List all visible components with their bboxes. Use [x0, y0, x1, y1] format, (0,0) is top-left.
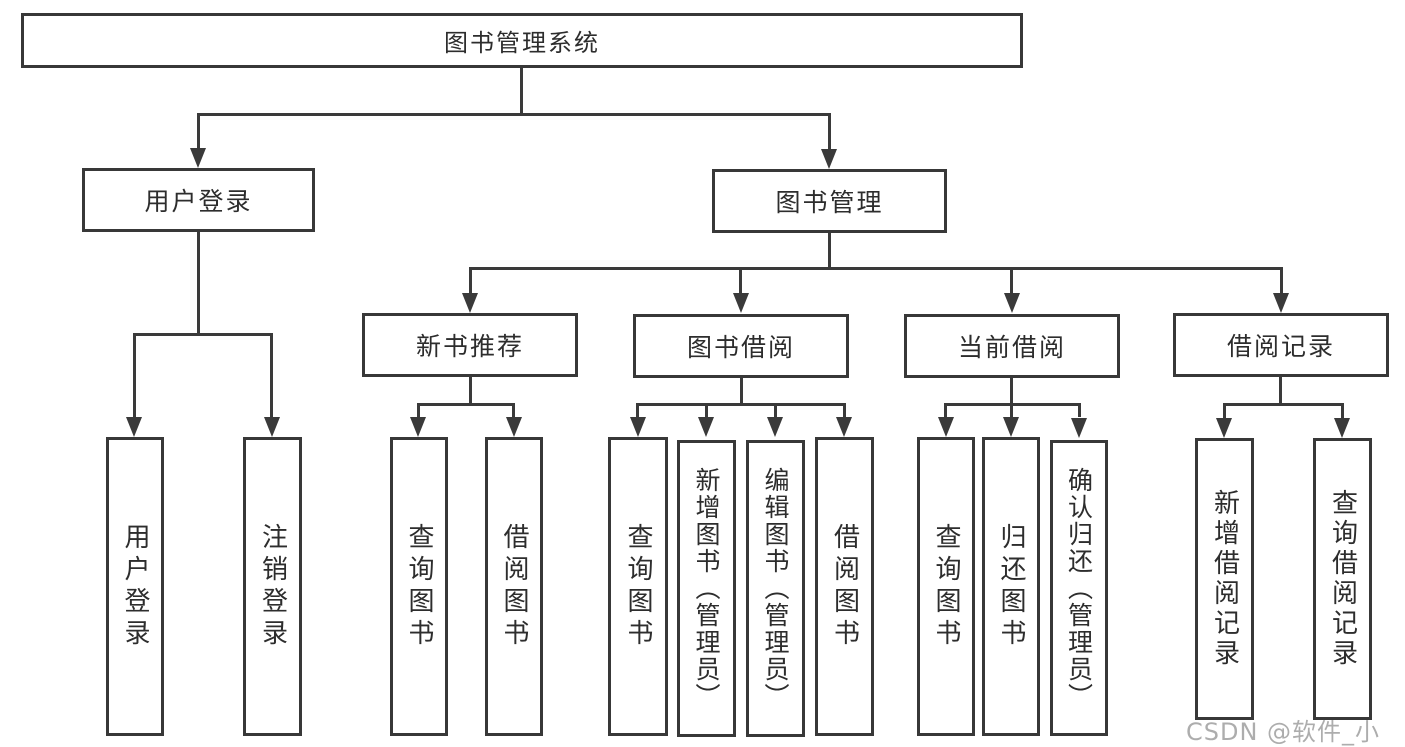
leaf-return-books: 归还图书: [982, 437, 1040, 736]
leaf-query-books: 查询图书: [390, 437, 448, 736]
connector-line: [1078, 403, 1081, 417]
arrow-down-icon: [264, 417, 280, 437]
leaf-add-books-admin: 新增图书（管理员）: [677, 440, 736, 737]
connector-line: [843, 403, 846, 417]
leaf-logout: 注销登录: [243, 437, 302, 736]
connector-line: [197, 113, 200, 148]
connector-line: [828, 233, 831, 270]
connector-line: [1223, 403, 1226, 418]
arrow-down-icon: [1334, 418, 1350, 438]
node-book-borrow: 图书借阅: [633, 314, 849, 378]
connector-line: [636, 403, 639, 417]
connector-line: [1341, 403, 1344, 418]
arrow-down-icon: [630, 417, 646, 437]
connector-line: [1279, 377, 1282, 406]
arrow-down-icon: [821, 149, 837, 169]
arrow-down-icon: [836, 417, 852, 437]
leaf-query-books: 查询图书: [917, 437, 975, 736]
arrow-down-icon: [410, 417, 426, 437]
arrow-down-icon: [733, 293, 749, 313]
node-borrow-records: 借阅记录: [1173, 313, 1389, 377]
connector-line: [1010, 267, 1013, 293]
arrow-down-icon: [767, 417, 783, 437]
connector-line: [417, 403, 420, 417]
arrow-down-icon: [126, 417, 142, 437]
leaf-borrow-books: 借阅图书: [485, 437, 543, 736]
connector-line: [520, 68, 523, 116]
connector-line: [828, 113, 831, 149]
arrow-down-icon: [938, 417, 954, 437]
connector-line: [133, 333, 136, 417]
connector-line: [469, 377, 472, 406]
node-book-management: 图书管理: [712, 169, 947, 233]
node-new-book-recommend: 新书推荐: [362, 313, 578, 377]
connector-line: [1010, 378, 1013, 406]
connector-line: [1280, 267, 1283, 293]
connector-line: [944, 403, 947, 417]
node-user-login: 用户登录: [82, 168, 315, 232]
arrow-down-icon: [698, 417, 714, 437]
watermark: CSDN @软件_小贺同学: [1186, 718, 1381, 746]
connector-line: [197, 232, 200, 336]
leaf-edit-books-admin: 编辑图书（管理员）: [746, 440, 805, 737]
connector-line: [739, 267, 742, 293]
arrow-down-icon: [190, 148, 206, 168]
arrow-down-icon: [1273, 293, 1289, 313]
leaf-query-borrow-record: 查询借阅记录: [1313, 438, 1372, 720]
arrow-down-icon: [1071, 418, 1087, 438]
leaf-add-borrow-record: 新增借阅记录: [1195, 438, 1254, 720]
connector-line: [512, 403, 515, 417]
leaf-borrow-books: 借阅图书: [815, 437, 874, 736]
connector-line: [469, 267, 472, 293]
arrow-down-icon: [1004, 293, 1020, 313]
connector-line: [740, 378, 743, 406]
connector-line: [705, 403, 708, 417]
connector-line: [133, 333, 273, 336]
connector-line: [1223, 403, 1344, 406]
leaf-query-books: 查询图书: [608, 437, 668, 736]
connector-line: [636, 403, 846, 406]
node-library-system: 图书管理系统: [21, 13, 1023, 68]
arrow-down-icon: [1216, 418, 1232, 438]
leaf-user-login: 用户登录: [106, 437, 164, 736]
arrow-down-icon: [1003, 417, 1019, 437]
connector-line: [197, 113, 831, 116]
leaf-confirm-return-admin: 确认归还（管理员）: [1050, 440, 1108, 736]
arrow-down-icon: [462, 293, 478, 313]
connector-line: [469, 267, 1283, 270]
arrow-down-icon: [506, 417, 522, 437]
connector-line: [1010, 403, 1013, 417]
connector-line: [774, 403, 777, 417]
node-current-borrow: 当前借阅: [904, 314, 1120, 378]
connector-line: [417, 403, 515, 406]
connector-line: [270, 333, 273, 417]
